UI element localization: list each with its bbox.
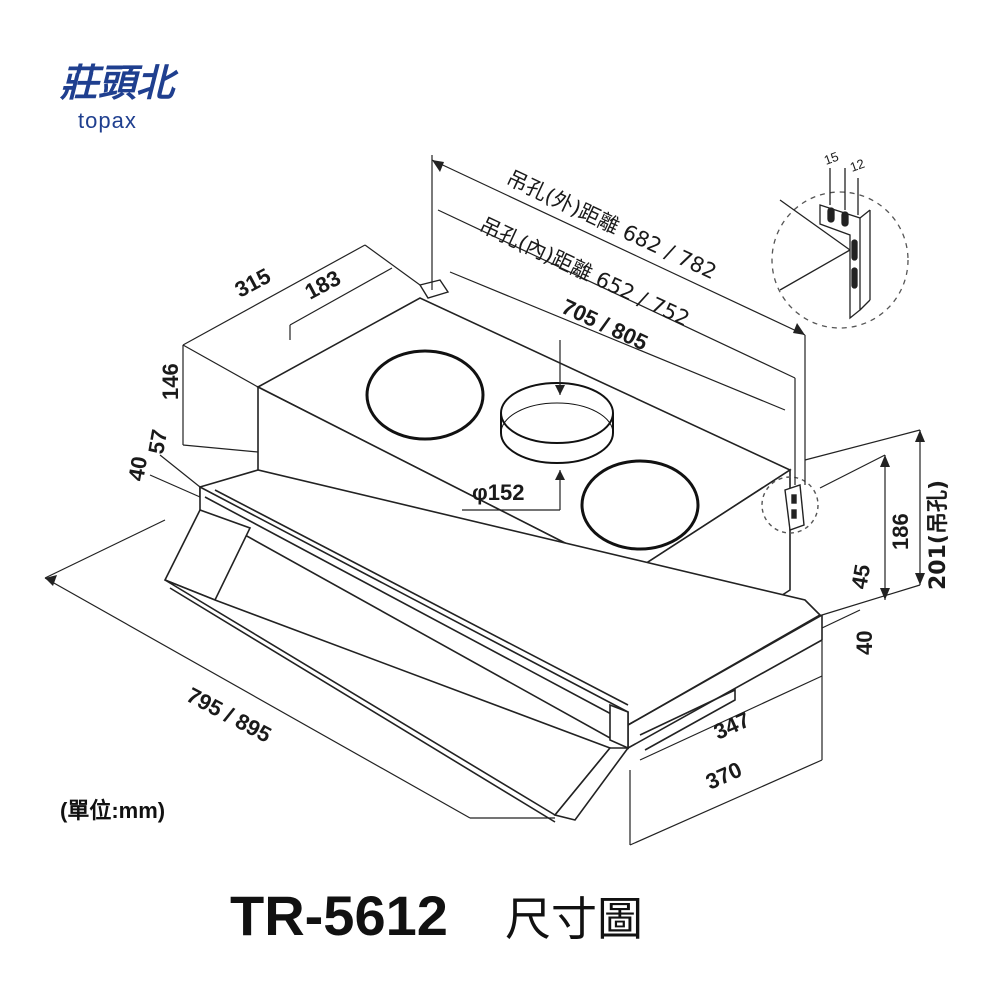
panel-line-1 — [204, 496, 629, 724]
panel-line-2 — [214, 489, 629, 706]
visor-line — [169, 587, 556, 823]
arrowheads — [45, 160, 925, 600]
title-suffix: 尺寸圖 — [505, 892, 643, 946]
title-model: TR-5612 — [230, 884, 448, 947]
bracket-right — [784, 484, 805, 531]
right-base-1 — [627, 614, 823, 726]
hanging-brackets — [418, 279, 819, 534]
label-201: 201(吊孔) — [926, 480, 951, 590]
label-795-895: 795 / 895 — [183, 682, 276, 747]
label-57: 57 — [143, 427, 172, 455]
brand-name-cn: 莊頭北 — [59, 60, 179, 105]
center-duct-collar — [500, 382, 614, 464]
dimension-lines — [44, 155, 921, 846]
label-40-right: 40 — [852, 631, 877, 655]
bracket-left — [418, 279, 450, 299]
right-hole — [580, 459, 700, 551]
panel-end-cap — [609, 703, 629, 750]
left-hole — [365, 349, 485, 441]
drawing-title: TR-5612 尺寸圖 — [230, 884, 643, 947]
visor-right — [553, 747, 630, 821]
bracket-detail — [771, 168, 909, 329]
label-45: 45 — [846, 562, 875, 590]
brand-name-en: topax — [78, 108, 137, 133]
detail-bracket — [819, 204, 861, 320]
label-duct-diameter: φ152 — [472, 480, 524, 505]
unit-note: (單位:mm) — [60, 798, 165, 823]
detail-circle — [771, 191, 909, 329]
label-347: 347 — [710, 707, 754, 745]
bracket-callout-circle — [761, 476, 819, 534]
label-bracket-12: 12 — [848, 156, 867, 175]
label-370: 370 — [702, 757, 746, 795]
label-hole-outer: 吊孔(外)距離 682 / 782 — [503, 166, 720, 284]
label-146: 146 — [158, 363, 183, 400]
label-315: 315 — [231, 263, 275, 302]
duct-openings — [365, 349, 700, 551]
label-186: 186 — [888, 513, 913, 550]
inner-lip — [639, 688, 736, 751]
label-40-left: 40 — [123, 454, 152, 482]
brand-logo: 莊頭北 topax — [59, 60, 179, 133]
hood-body — [163, 297, 823, 823]
label-bracket-15: 15 — [822, 149, 841, 168]
